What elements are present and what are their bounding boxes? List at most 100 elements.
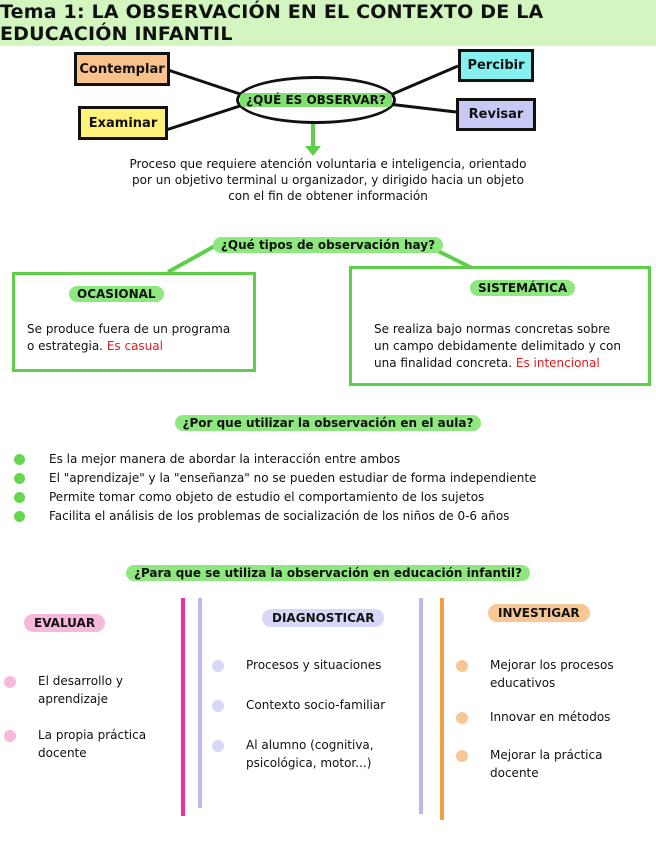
connector-contemplar [167,68,247,98]
connector-percibir [387,64,459,98]
types-question: ¿Qué tipos de observación hay? [212,237,444,253]
types-question-wrap: ¿Qué tipos de observación hay? [0,234,656,253]
separator-lavender-left [198,598,202,808]
purpose-question-wrap: ¿Para que se utiliza la observación en e… [0,562,656,581]
separator-lavender-right [419,598,423,814]
investigar-item-line: educativos [490,676,556,690]
bullet-dot-icon [14,454,25,465]
ocasional-line: Se produce fuera de un programa [27,322,231,336]
diagnosticar-item-line: psicológica, motor...) [246,756,372,770]
center-oval: ¿QUÉ ES OBSERVAR? [236,76,396,124]
sistematica-title-wrap: SISTEMÁTICA [470,277,576,296]
ocasional-title: OCASIONAL [69,286,164,302]
definition-line: con el fin de obtener información [228,189,428,203]
evaluar-item-text: La propia práctica docente [38,726,146,762]
evaluar-item-line: docente [38,746,87,760]
evaluar-item: La propia práctica docente [4,726,178,762]
why-bullets: Es la mejor manera de abordar la interac… [14,450,644,526]
sistematica-title: SISTEMÁTICA [470,280,576,296]
evaluar-title: EVALUAR [24,614,106,632]
connector-examinar [165,102,247,132]
investigar-item-line: Mejorar la práctica [490,748,603,762]
bullet-dot-icon [4,730,16,742]
diagnosticar-item-text: Contexto socio-familiar [246,696,385,714]
bullet-dot-icon [212,660,224,672]
investigar-item: Mejorar los procesos educativos [456,656,652,692]
sistematica-line-text: una finalidad concreta. [374,356,513,370]
diagnosticar-item: Procesos y situaciones [212,656,418,674]
bullet-dot-icon [456,660,468,672]
bullet-dot-icon [212,700,224,712]
node-percibir-label: Percibir [467,58,525,73]
node-contemplar: Contemplar [74,52,170,86]
investigar-item-line: Innovar en métodos [490,710,611,724]
bullet-dot-icon [14,492,25,503]
investigar-item-text: Mejorar los procesos educativos [490,656,614,692]
why-question-wrap: ¿Por que utilizar la observación en el a… [0,412,656,431]
sistematica-box: SISTEMÁTICA Se realiza bajo normas concr… [349,266,651,386]
investigar-item: Mejorar la práctica docente [456,746,652,782]
center-label: ¿QUÉ ES OBSERVAR? [240,93,392,107]
investigar-item-line: docente [490,766,539,780]
investigar-item: Innovar en métodos [456,708,652,726]
node-revisar: Revisar [456,98,536,131]
why-question: ¿Por que utilizar la observación en el a… [174,415,482,431]
node-percibir: Percibir [458,49,534,82]
diagnosticar-item-line: Procesos y situaciones [246,658,382,672]
bullet-dot-icon [456,712,468,724]
why-bullet-item: Es la mejor manera de abordar la interac… [14,450,644,469]
why-bullet-item: Facilita el análisis de los problemas de… [14,507,644,526]
diagnosticar-item-line: Contexto socio-familiar [246,698,386,712]
bullet-dot-icon [4,676,16,688]
why-bullet-text: El "aprendizaje" y la "enseñanza" no se … [49,471,537,485]
why-bullet-text: Permite tomar como objeto de estudio el … [49,490,485,504]
diagnosticar-title: DIAGNOSTICAR [262,609,385,627]
sistematica-highlight: Es intencional [515,356,600,370]
ocasional-text: Se produce fuera de un programa o estrat… [27,321,253,355]
title-bar: Tema 1: LA OBSERVACIÓN EN EL CONTEXTO DE… [0,0,656,46]
evaluar-item-text: El desarrollo y aprendizaje [38,672,123,708]
investigar-item-text: Innovar en métodos [490,708,610,726]
diagnosticar-item: Al alumno (cognitiva, psicológica, motor… [212,736,418,772]
evaluar-item-line: El desarrollo y [38,674,123,688]
ocasional-line-text: o estrategia. [27,339,103,353]
purpose-question: ¿Para que se utiliza la observación en e… [125,565,531,581]
definition: Proceso que requiere atención voluntaria… [60,156,596,204]
sistematica-line: Se realiza bajo normas concretas sobre [374,322,611,336]
why-bullet-item: El "aprendizaje" y la "enseñanza" no se … [14,469,644,488]
diagnosticar-item-text: Al alumno (cognitiva, psicológica, motor… [246,736,374,772]
evaluar-item-line: La propia práctica [38,728,147,742]
sistematica-line: un campo debidamente delimitado y con [374,339,621,353]
diagnosticar-item-text: Procesos y situaciones [246,656,381,674]
ocasional-box: OCASIONAL Se produce fuera de un program… [12,272,256,372]
sistematica-text: Se realiza bajo normas concretas sobre u… [374,321,648,372]
diagnosticar-items: Procesos y situaciones Contexto socio-fa… [212,656,418,772]
investigar-title-wrap: INVESTIGAR [488,602,590,622]
bullet-dot-icon [14,511,25,522]
page-title: Tema 1: LA OBSERVACIÓN EN EL CONTEXTO DE… [0,1,544,45]
connector-revisar [387,102,457,114]
investigar-items: Mejorar los procesos educativos Innovar … [456,656,652,782]
diagnosticar-title-wrap: DIAGNOSTICAR [262,607,385,627]
investigar-title: INVESTIGAR [488,604,590,622]
why-bullet-text: Es la mejor manera de abordar la interac… [49,452,401,466]
separator-orange [440,598,444,820]
bullet-dot-icon [14,473,25,484]
diagnosticar-item: Contexto socio-familiar [212,696,418,714]
evaluar-item-line: aprendizaje [38,692,108,706]
evaluar-items: El desarrollo y aprendizaje La propia pr… [4,672,178,762]
separator-pink [181,598,185,816]
node-revisar-label: Revisar [468,107,524,122]
ocasional-highlight: Es casual [106,339,163,353]
node-examinar: Examinar [78,106,168,140]
investigar-item-text: Mejorar la práctica docente [490,746,602,782]
arrow-down-head [305,146,321,156]
definition-line: Proceso que requiere atención voluntaria… [129,157,527,171]
bullet-dot-icon [456,750,468,762]
diagnosticar-item-line: Al alumno (cognitiva, [246,738,374,752]
sistematica-line: una finalidad concreta. Es intencional [374,355,648,372]
evaluar-item: El desarrollo y aprendizaje [4,672,178,708]
definition-line: por un objetivo terminal u organizador, … [132,173,524,187]
node-contemplar-label: Contemplar [79,61,165,77]
bullet-dot-icon [212,740,224,752]
